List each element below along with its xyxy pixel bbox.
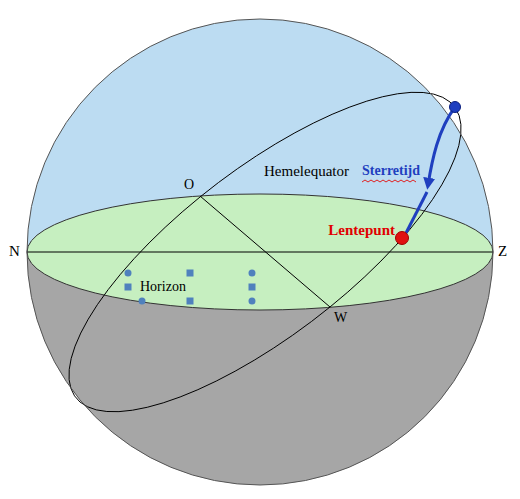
vernal-point-dot xyxy=(396,232,409,245)
marker-circle xyxy=(125,270,132,277)
marker-dots xyxy=(125,270,256,305)
plane-label: Horizon xyxy=(140,280,186,294)
marker-square xyxy=(187,298,194,305)
sphere-outline xyxy=(27,19,493,485)
point-label: Lentepunt xyxy=(328,223,395,238)
east-west-line xyxy=(200,196,330,307)
circle-label: Hemelequator xyxy=(264,164,349,179)
marker-circle xyxy=(139,298,146,305)
sidereal-arc xyxy=(406,192,427,233)
meridian-line xyxy=(27,252,493,253)
marker-square xyxy=(125,284,132,291)
marker-square xyxy=(187,270,194,277)
marker-circle xyxy=(249,298,256,305)
point-label: O xyxy=(184,178,194,192)
arrow-label: Sterretijd xyxy=(362,164,420,178)
celestial-equator xyxy=(15,47,515,457)
spellcheck-underline xyxy=(362,180,416,182)
sidereal-arrow xyxy=(428,107,455,185)
horizon-plane xyxy=(27,194,493,310)
point-label: W xyxy=(334,311,347,325)
marker-square xyxy=(249,284,256,291)
direction-label: Z xyxy=(498,244,507,259)
direction-label: N xyxy=(9,244,20,259)
star-dot xyxy=(450,102,461,113)
marker-circle xyxy=(249,270,256,277)
